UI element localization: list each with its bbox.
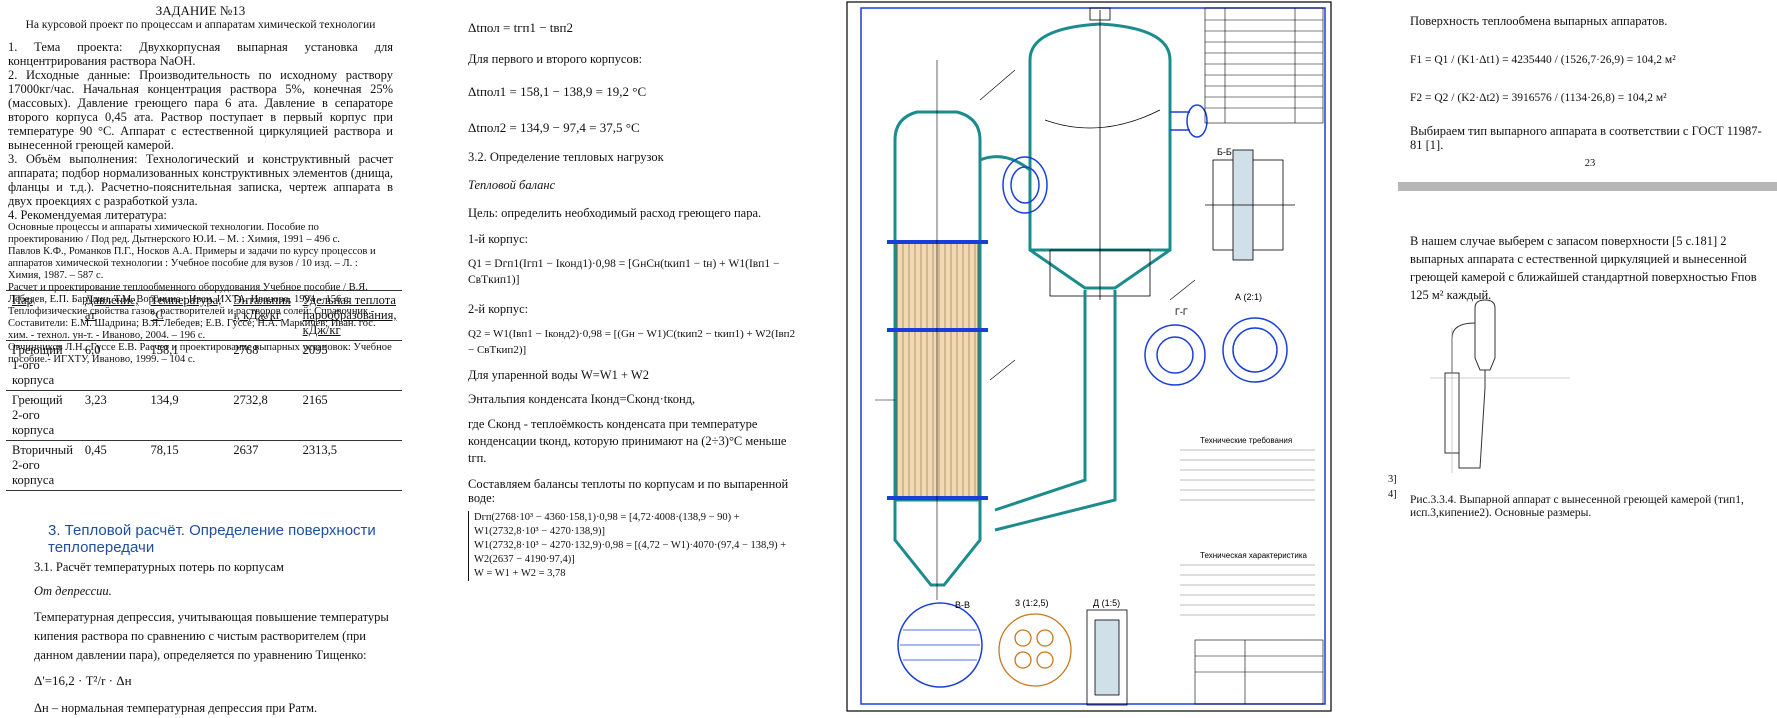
text-line: Цель: определить необходимый расход грею… [468,206,762,220]
section3-italic: От депрессии. [34,584,112,598]
formula: F2 = Q2 / (K2·Δt2) = 3916576 / (1134·26,… [1410,92,1667,104]
formula: Δtпол = tгп1 − tвп2 [468,20,574,35]
table-cell: Вторичный 2-ого корпуса [6,440,79,491]
table-cell: 2732,8 [227,390,297,441]
table-cell: 3,23 [78,390,145,441]
formula: Q1 = Dгп1(Iгп1 − Iконд1)·0,98 = [GнCн(tк… [468,258,780,286]
table-cell: 134,9 [144,390,228,441]
notes-title: Техническая характеристика [1200,551,1307,560]
assignment-title: ЗАДАНИЕ №13 [155,3,246,18]
tishchenko-formula: Δ'=16,2 · T²/r · Δн [34,673,132,688]
section3-heading: 3. Тепловой расчёт. Определение поверхно… [48,522,376,556]
table-row: Вторичный 2-ого корпуса 0,45 78,15 2637 … [6,440,403,491]
table-cell: 158,1 [144,340,228,391]
text-line: Для первого и второго корпусов: [468,52,643,66]
choice-block: В нашем случае выберем с запасом поверхн… [1410,232,1770,304]
drawing-label: В-В [955,600,970,610]
section-sub: 3.2. Определение тепловых нагрузок [468,150,664,164]
formula: F1 = Q1 / (K1·Δt1) = 4235440 / (1526,7·2… [1410,54,1676,66]
table-cell: 2313,5 [296,440,403,491]
table-header: Энтальпия i, кДж/кг [227,290,297,341]
table-cell: Греющий 2-ого корпуса [6,390,79,441]
table-header-row: Пар Давление, ат Температура, °С Энтальп… [6,290,403,341]
heat-balance-block: Δtпол = tгп1 − tвп2 Для первого и второг… [468,20,798,581]
table-cell: 2637 [227,440,297,491]
apparatus-figure [1420,298,1580,478]
steam-table: Пар Давление, ат Температура, °С Энтальп… [6,290,403,491]
table-cell: 6,0 [78,340,145,391]
formula: W1(2732,8·10³ − 4270·132,9)·0,98 = [(4,7… [474,540,787,565]
figure-caption: Рис.3.3.4. Выпарной аппарат с вынесенной… [1410,494,1744,519]
page-number: 23 [1584,158,1596,169]
literature-item: Павлов К.Ф., Романков П.Г., Носков А.А. … [8,246,376,281]
section3-sub: 3.1. Расчёт температурных потерь по корп… [34,560,284,574]
side-marks: 3] 4] [1388,474,1408,501]
page-divider [1398,182,1777,191]
notes-title: Технические требования [1200,436,1292,445]
text-line: где Cконд - теплоёмкость конденсата при … [468,417,787,465]
section3-block: 3. Тепловой расчёт. Определение поверхно… [34,522,404,715]
table-cell: 2095 [296,340,403,391]
drawing-label: Б-Б [1217,147,1232,157]
table-cell: 2768 [227,340,297,391]
text-line: Для упаренной воды W=W1 + W2 [468,368,649,382]
assignment-subtitle: На курсовой проект по процессам и аппара… [25,19,376,31]
heating-chamber [893,110,982,502]
table-row: Греющий 1-ого корпуса 6,0 158,1 2768 209… [6,340,403,391]
table-header: Удельная теплота парообразования, кДж/кг [296,290,403,341]
figure-caption-block: Рис.3.3.4. Выпарной аппарат с вынесенной… [1410,494,1770,520]
text-line: 2-й корпус: [468,302,529,316]
table-cell: Греющий 1-ого корпуса [6,340,79,391]
text-line: Поверхность теплообмена выпарных аппарат… [1410,14,1668,28]
text-line: Выбираем тип выпарного аппарата в соотве… [1410,124,1762,152]
text-italic: Тепловой баланс [468,178,556,192]
table-header: Температура, °С [144,290,228,341]
reference-mark: 4] [1388,489,1397,500]
surface-block: Поверхность теплообмена выпарных аппарат… [1410,14,1770,170]
drawing-label: 3 (1:2,5) [1015,598,1049,608]
assignment-item: 2. Исходные данные: Производительность п… [8,68,393,152]
table-header: Пар [6,290,79,341]
table-header: Давление, ат [78,290,145,341]
equation-system: Dгп(2768·10³ − 4360·158,1)·0,98 = [4,72·… [468,511,798,581]
assignment-item: 1. Тема проекта: Двухкорпусная выпарная … [8,40,393,68]
section3-note: Δн – нормальная температурная депрессия … [34,701,318,715]
apparatus-sketch [1430,299,1570,473]
literature-item: Основные процессы и аппараты химической … [8,222,340,245]
table-cell: 0,45 [78,440,145,491]
section3-paragraph: Температурная депрессия, учитывающая пов… [34,610,389,662]
formula: Δtпол1 = 158,1 − 138,9 = 19,2 °С [468,84,647,99]
assignment-item: 3. Объём выполнения: Технологический и к… [8,152,393,208]
text-line: В нашем случае выберем с запасом поверхн… [1410,234,1757,302]
evaporator-drawing: А (2:1) Б-Б В-В Г-Г 3 (1:2,5) Д (1:5) Те… [846,1,1332,712]
drawing-label: Г-Г [1175,307,1188,317]
table-cell: 2165 [296,390,403,441]
table-cell: 78,15 [144,440,228,491]
assignment-item: 4. Рекомендуемая литература: [8,208,167,222]
formula: Q2 = W1(Iвп1 − Iконд2)·0,98 = [(Gн − W1)… [468,328,796,356]
formula: Dгп(2768·10³ − 4360·158,1)·0,98 = [4,72·… [474,512,740,537]
drawing-label: А (2:1) [1235,292,1262,302]
reference-mark: 3] [1388,474,1397,485]
text-line: Составляем балансы теплоты по корпусам и… [468,477,789,505]
text-line: Энтальпия конденсата Iконд=Cконд·tконд, [468,392,696,406]
engineering-drawing: А (2:1) Б-Б В-В Г-Г 3 (1:2,5) Д (1:5) Те… [845,0,1333,713]
formula: Δtпол2 = 134,9 − 97,4 = 37,5 °С [468,120,640,135]
formula: W = W1 + W2 = 3,78 [474,568,566,579]
drawing-label: Д (1:5) [1093,598,1120,608]
table-row: Греющий 2-ого корпуса 3,23 134,9 2732,8 … [6,390,403,441]
text-line: 1-й корпус: [468,232,529,246]
